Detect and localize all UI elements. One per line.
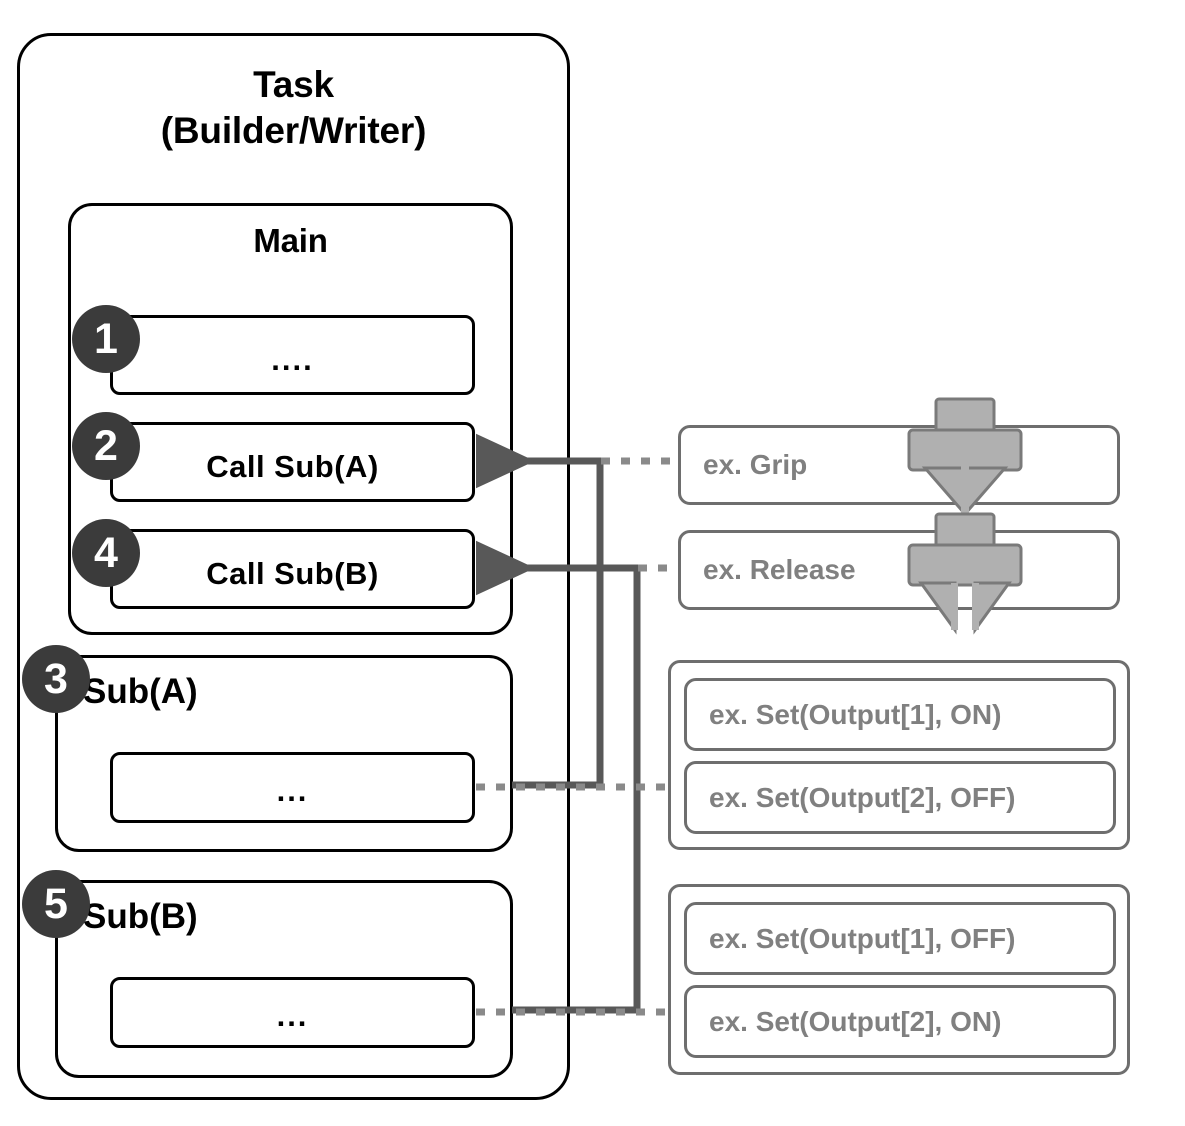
example-action-box-release[interactable]: ex. Release (678, 530, 1120, 610)
main-step-label-2: Call Sub(A) (206, 449, 379, 484)
main-step-label-1: .... (271, 342, 314, 377)
example-output-label-1a: ex. Set(Output[1], ON) (709, 698, 1002, 730)
sub-b-title: Sub(B) (83, 897, 198, 936)
example-group-2 (668, 884, 1130, 1075)
example-output-label-1b: ex. Set(Output[2], OFF) (709, 781, 1016, 813)
step-badge-5: 5 (22, 870, 90, 938)
main-step-box-4[interactable]: Call Sub(B) (110, 529, 475, 609)
sub-b-body-label: ... (276, 998, 309, 1033)
sub-a-title: Sub(A) (83, 672, 198, 711)
example-action-label-release: ex. Release (703, 554, 856, 585)
task-title-line1: Task (253, 64, 334, 105)
sub-b-body-box[interactable]: ... (110, 977, 475, 1048)
example-group-1 (668, 660, 1130, 850)
main-step-box-1[interactable]: .... (110, 315, 475, 395)
main-step-label-4: Call Sub(B) (206, 556, 379, 591)
example-output-box-2a[interactable]: ex. Set(Output[1], OFF) (684, 902, 1116, 975)
example-output-label-2b: ex. Set(Output[2], ON) (709, 1005, 1002, 1037)
step-badge-3: 3 (22, 645, 90, 713)
step-badge-2: 2 (72, 412, 140, 480)
example-action-label-grip: ex. Grip (703, 449, 808, 480)
task-title: Task (Builder/Writer) (17, 62, 570, 154)
sub-a-body-label: ... (276, 773, 309, 808)
main-step-box-2[interactable]: Call Sub(A) (110, 422, 475, 502)
step-badge-4: 4 (72, 519, 140, 587)
step-badge-1: 1 (72, 305, 140, 373)
example-output-box-1b[interactable]: ex. Set(Output[2], OFF) (684, 761, 1116, 834)
example-output-box-2b[interactable]: ex. Set(Output[2], ON) (684, 985, 1116, 1058)
sub-a-body-box[interactable]: ... (110, 752, 475, 823)
task-title-line2: (Builder/Writer) (160, 110, 427, 151)
example-action-box-grip[interactable]: ex. Grip (678, 425, 1120, 505)
example-output-label-2a: ex. Set(Output[1], OFF) (709, 922, 1016, 954)
main-title: Main (253, 222, 328, 259)
main-box (68, 203, 513, 635)
example-output-box-1a[interactable]: ex. Set(Output[1], ON) (684, 678, 1116, 751)
